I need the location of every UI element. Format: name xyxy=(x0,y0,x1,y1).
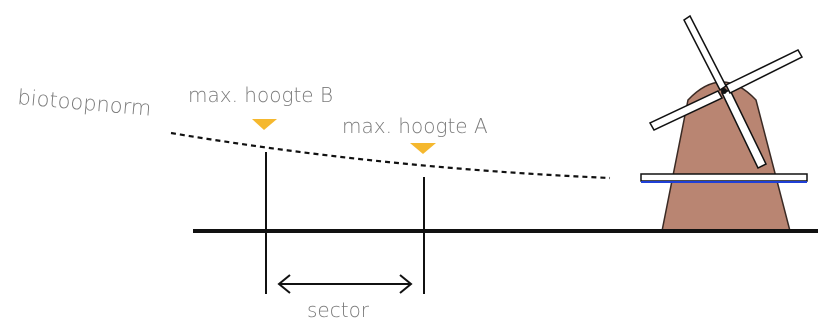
marker-a xyxy=(410,143,436,154)
biotoopnorm-label: biotoopnorm xyxy=(17,85,153,121)
marker-a-label: max. hoogte A xyxy=(342,114,488,138)
sail-upper-left xyxy=(683,14,727,92)
windmill-body xyxy=(661,81,791,232)
marker-b-label: max. hoogte B xyxy=(188,83,333,107)
windmill-sails xyxy=(648,14,804,170)
sector-label: sector xyxy=(307,298,370,320)
biotoopnorm-curve xyxy=(170,131,611,180)
marker-b xyxy=(252,119,277,130)
sail-upper-right xyxy=(724,49,804,95)
windmill-hub xyxy=(721,88,727,94)
windmill-stage xyxy=(640,173,808,182)
sail-lower-right xyxy=(720,89,767,170)
sail-lower-left xyxy=(648,90,724,131)
sector-arrow xyxy=(277,274,413,294)
